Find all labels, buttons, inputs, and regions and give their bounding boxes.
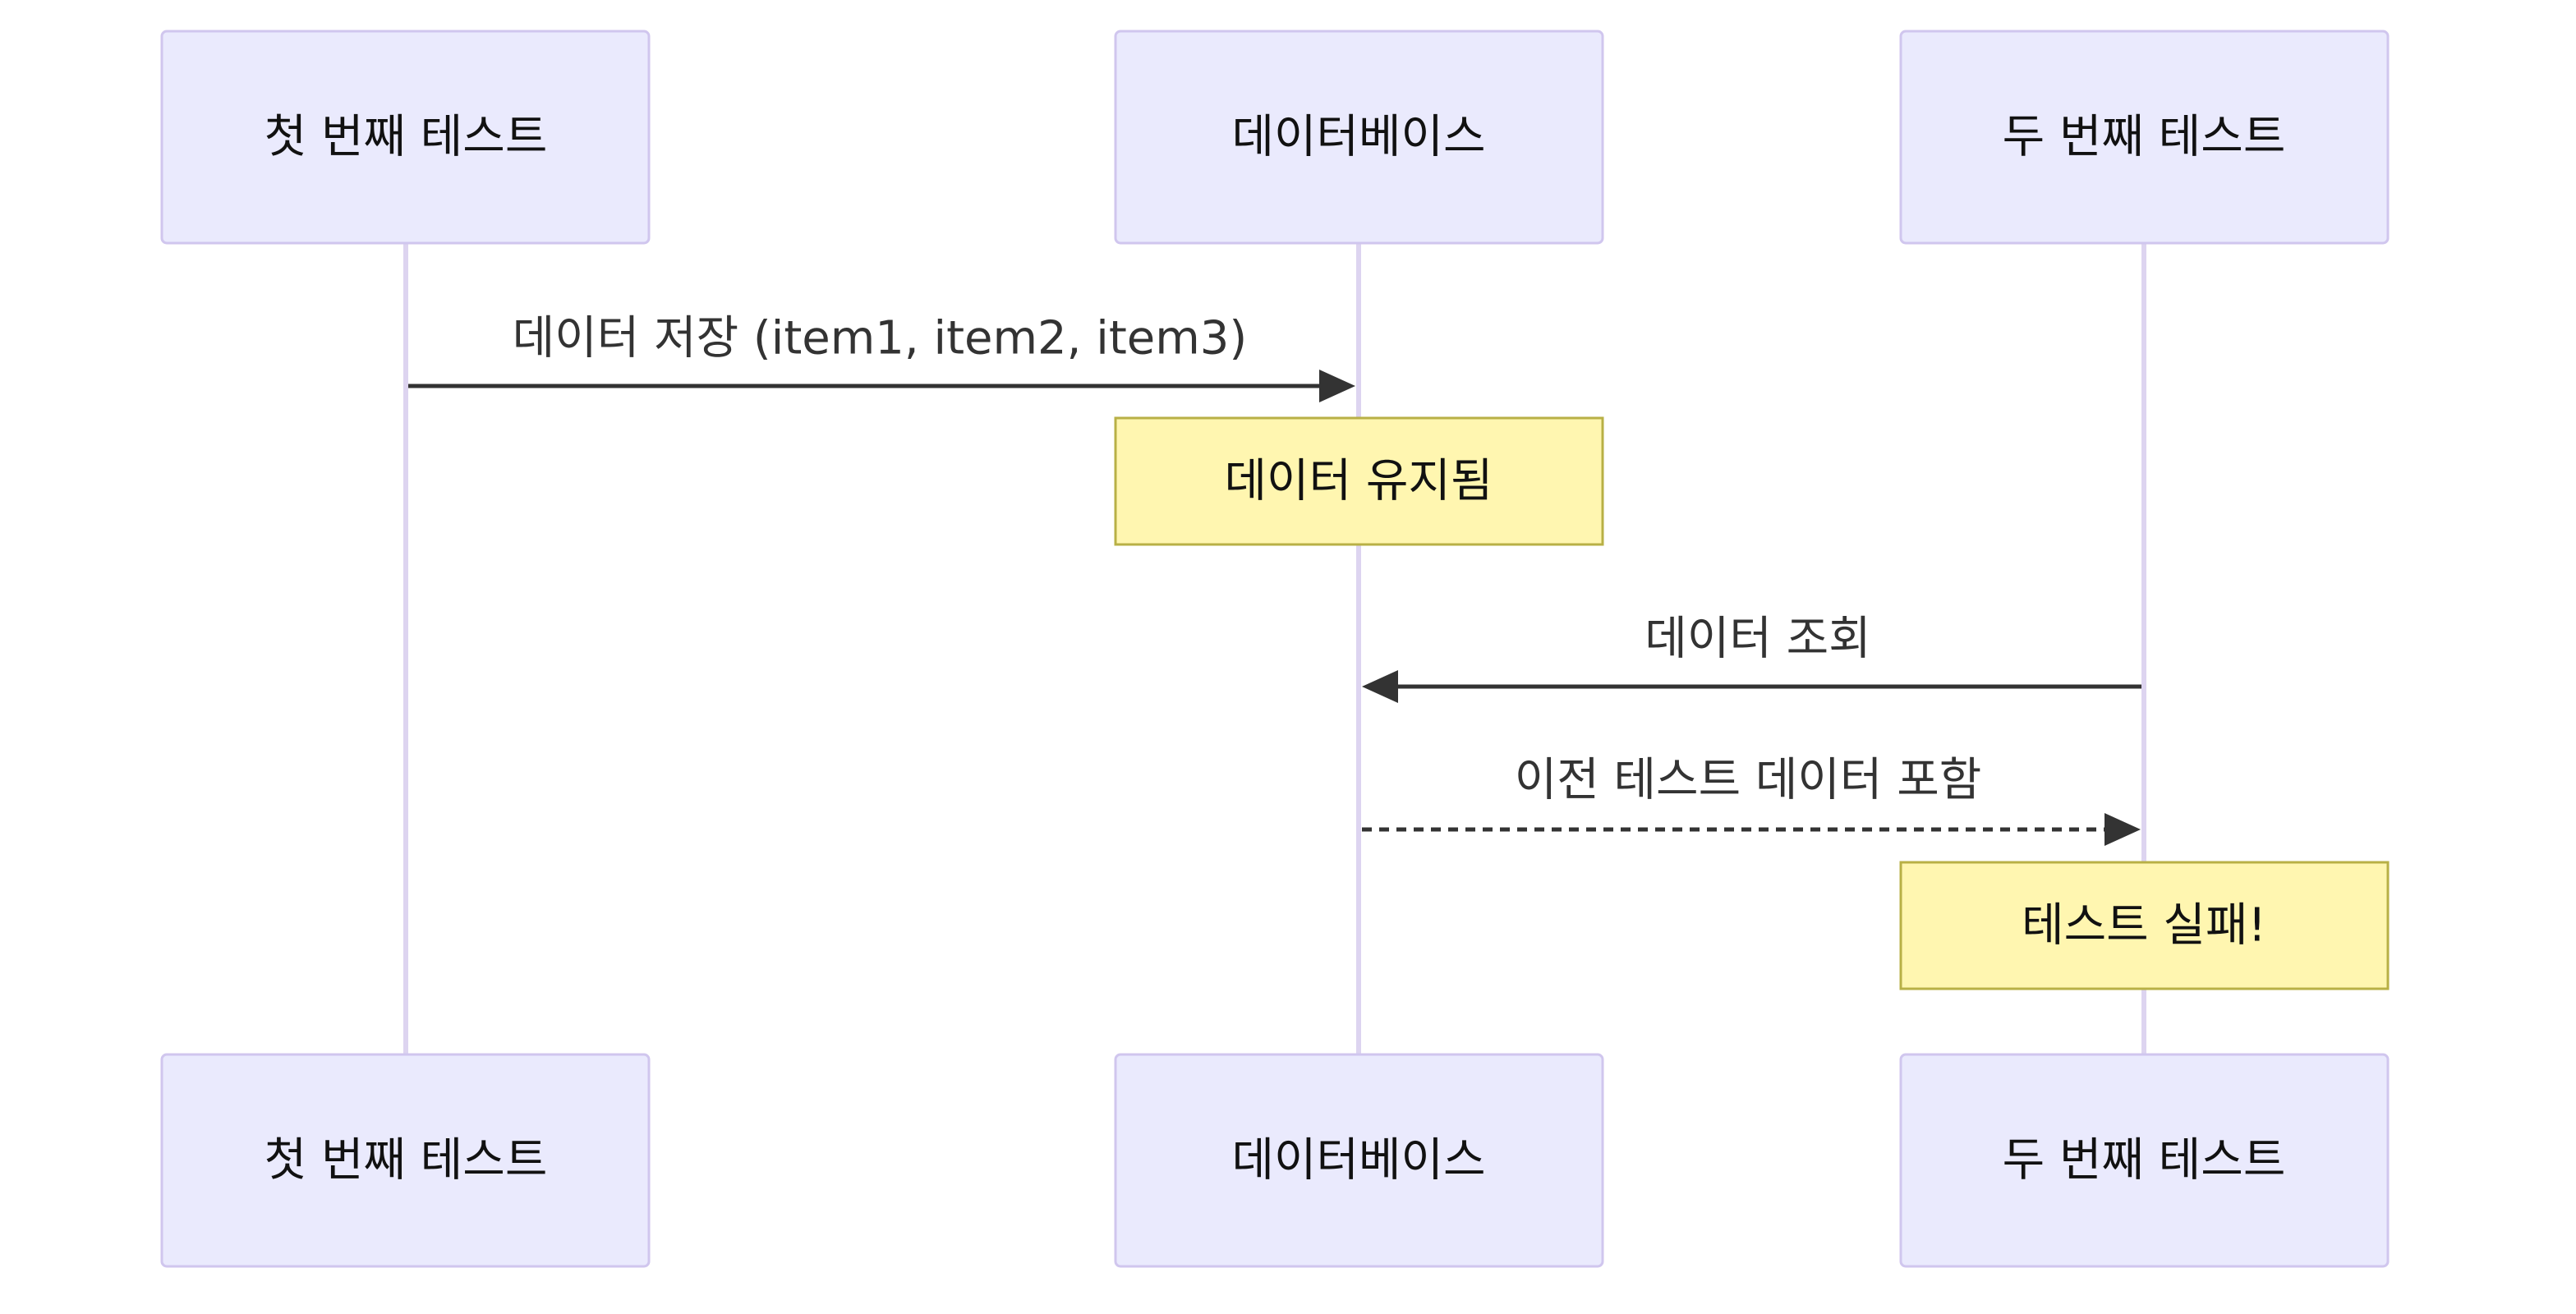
actor-database-bottom: 데이터베이스 — [1114, 1053, 1604, 1268]
actor-database-top: 데이터베이스 — [1114, 30, 1604, 245]
actor-label: 두 번째 테스트 — [2003, 1134, 2286, 1188]
note-label: 데이터 유지됨 — [1225, 455, 1493, 508]
actor-second-test-bottom: 두 번째 테스트 — [1899, 1053, 2390, 1268]
note-test-failed: 테스트 실패! — [1899, 861, 2390, 990]
actor-label: 첫 번째 테스트 — [264, 1134, 548, 1188]
message-return-data: 이전 테스트 데이터 포함 — [1362, 754, 2141, 846]
message-store-data: 데이터 저장 (item1, item2, item3) — [408, 312, 1355, 402]
message-query-data: 데이터 조회 — [1362, 613, 2141, 703]
note-label: 테스트 실패! — [2022, 899, 2266, 953]
message-label: 이전 테스트 데이터 포함 — [1515, 754, 1982, 807]
arrowhead-icon — [2104, 813, 2141, 846]
actor-first-test-bottom: 첫 번째 테스트 — [160, 1053, 651, 1268]
actor-first-test-top: 첫 번째 테스트 — [160, 30, 651, 245]
message-label: 데이터 조회 — [1644, 613, 1870, 666]
arrowhead-icon — [1319, 370, 1355, 402]
actor-label: 두 번째 테스트 — [2003, 111, 2286, 164]
actor-second-test-top: 두 번째 테스트 — [1899, 30, 2390, 245]
arrowhead-icon — [1362, 670, 1398, 703]
actor-label: 데이터베이스 — [1231, 1134, 1485, 1188]
actor-label: 첫 번째 테스트 — [264, 111, 548, 164]
note-data-retained: 데이터 유지됨 — [1114, 416, 1604, 546]
message-label: 데이터 저장 (item1, item2, item3) — [513, 312, 1248, 365]
actor-label: 데이터베이스 — [1231, 111, 1485, 164]
